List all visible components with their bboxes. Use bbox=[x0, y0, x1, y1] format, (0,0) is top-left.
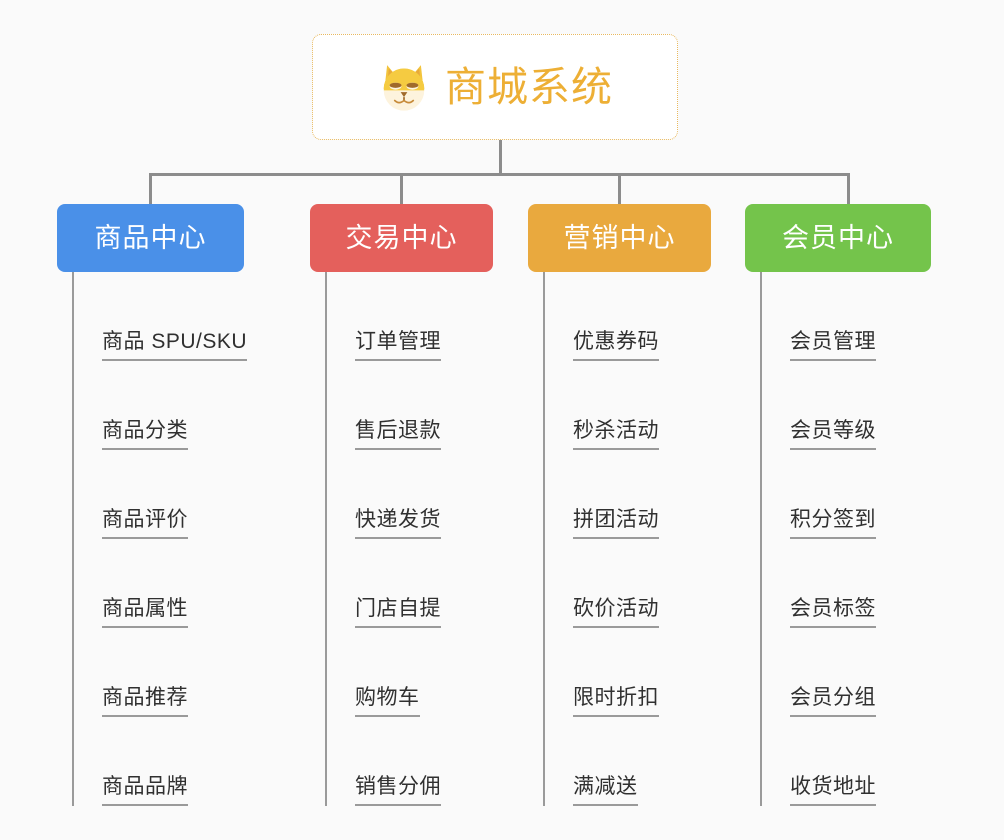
category-column-营销中心: 营销中心 优惠券码 秒杀活动 拼团活动 砍价活动 限时折扣 满减送 bbox=[528, 204, 711, 806]
list-item[interactable]: 收货地址 bbox=[760, 717, 931, 806]
leaf-label: 商品品牌 bbox=[102, 774, 188, 798]
leaf-label: 会员等级 bbox=[790, 418, 876, 442]
leaf-label: 会员标签 bbox=[790, 596, 876, 620]
list-item[interactable]: 商品推荐 bbox=[72, 628, 244, 717]
list-item[interactable]: 会员标签 bbox=[760, 539, 931, 628]
leaf-label: 限时折扣 bbox=[573, 685, 659, 709]
list-item[interactable]: 会员管理 bbox=[760, 272, 931, 361]
leaf-label: 订单管理 bbox=[355, 329, 441, 353]
leaf-list-4: 会员管理 会员等级 积分签到 会员标签 会员分组 收货地址 bbox=[760, 272, 931, 806]
category-header-3[interactable]: 营销中心 bbox=[528, 204, 711, 272]
list-item[interactable]: 销售分佣 bbox=[325, 717, 493, 806]
leaf-label: 快递发货 bbox=[355, 507, 441, 531]
leaf-label: 商品分类 bbox=[102, 418, 188, 442]
leaf-label: 商品评价 bbox=[102, 507, 188, 531]
list-item[interactable]: 砍价活动 bbox=[543, 539, 711, 628]
leaf-spine bbox=[760, 272, 762, 806]
leaf-label: 积分签到 bbox=[790, 507, 876, 531]
category-column-交易中心: 交易中心 订单管理 售后退款 快递发货 门店自提 购物车 销售分佣 bbox=[310, 204, 493, 806]
leaf-label: 会员分组 bbox=[790, 685, 876, 709]
connector-root-stem bbox=[499, 140, 502, 176]
leaf-label: 砍价活动 bbox=[573, 596, 659, 620]
list-item[interactable]: 限时折扣 bbox=[543, 628, 711, 717]
list-item[interactable]: 门店自提 bbox=[325, 539, 493, 628]
category-title: 营销中心 bbox=[563, 222, 676, 253]
connector-drop-1 bbox=[149, 173, 152, 205]
leaf-label: 优惠券码 bbox=[573, 329, 659, 353]
connector-drop-2 bbox=[400, 173, 403, 205]
leaf-label: 收货地址 bbox=[790, 774, 876, 798]
category-column-会员中心: 会员中心 会员管理 会员等级 积分签到 会员标签 会员分组 收货地址 bbox=[745, 204, 931, 806]
leaf-label: 商品属性 bbox=[102, 596, 188, 620]
leaf-label: 会员管理 bbox=[790, 329, 876, 353]
list-item[interactable]: 商品 SPU/SKU bbox=[72, 272, 248, 361]
leaf-spine bbox=[543, 272, 545, 806]
list-item[interactable]: 会员分组 bbox=[760, 628, 931, 717]
list-item[interactable]: 拼团活动 bbox=[543, 450, 711, 539]
leaf-label: 商品 SPU/SKU bbox=[102, 329, 248, 353]
leaf-label: 销售分佣 bbox=[355, 774, 441, 798]
leaf-spine bbox=[325, 272, 327, 806]
leaf-list-2: 订单管理 售后退款 快递发货 门店自提 购物车 销售分佣 bbox=[325, 272, 493, 806]
list-item[interactable]: 满减送 bbox=[543, 717, 711, 806]
root-title: 商城系统 bbox=[445, 63, 613, 110]
list-item[interactable]: 优惠券码 bbox=[543, 272, 711, 361]
category-header-2[interactable]: 交易中心 bbox=[310, 204, 493, 272]
leaf-spine bbox=[72, 272, 74, 806]
category-title: 交易中心 bbox=[345, 222, 458, 253]
list-item[interactable]: 商品属性 bbox=[72, 539, 244, 628]
leaf-label: 秒杀活动 bbox=[573, 418, 659, 442]
list-item[interactable]: 快递发货 bbox=[325, 450, 493, 539]
leaf-label: 门店自提 bbox=[355, 596, 441, 620]
list-item[interactable]: 秒杀活动 bbox=[543, 361, 711, 450]
category-header-1[interactable]: 商品中心 bbox=[57, 204, 244, 272]
category-column-商品中心: 商品中心 商品 SPU/SKU 商品分类 商品评价 商品属性 商品推荐 商品品牌 bbox=[57, 204, 248, 806]
connector-horizontal-bus bbox=[149, 173, 850, 176]
leaf-list-1: 商品 SPU/SKU 商品分类 商品评价 商品属性 商品推荐 商品品牌 bbox=[72, 272, 248, 806]
list-item[interactable]: 订单管理 bbox=[325, 272, 493, 361]
leaf-label: 购物车 bbox=[355, 685, 420, 709]
category-title: 商品中心 bbox=[94, 222, 207, 253]
list-item[interactable]: 会员等级 bbox=[760, 361, 931, 450]
leaf-label: 商品推荐 bbox=[102, 685, 188, 709]
category-title: 会员中心 bbox=[782, 222, 894, 253]
connector-drop-3 bbox=[618, 173, 621, 205]
leaf-list-3: 优惠券码 秒杀活动 拼团活动 砍价活动 限时折扣 满减送 bbox=[543, 272, 711, 806]
list-item[interactable]: 积分签到 bbox=[760, 450, 931, 539]
list-item[interactable]: 商品分类 bbox=[72, 361, 244, 450]
root-node[interactable]: 商城系统 bbox=[312, 34, 678, 140]
list-item[interactable]: 售后退款 bbox=[325, 361, 493, 450]
list-item[interactable]: 商品品牌 bbox=[72, 717, 244, 806]
list-item[interactable]: 商品评价 bbox=[72, 450, 244, 539]
leaf-label: 拼团活动 bbox=[573, 507, 659, 531]
connector-drop-4 bbox=[847, 173, 850, 205]
leaf-label: 满减送 bbox=[573, 774, 638, 798]
category-header-4[interactable]: 会员中心 bbox=[745, 204, 931, 272]
leaf-label: 售后退款 bbox=[355, 418, 441, 442]
dog-face-icon bbox=[383, 65, 425, 111]
list-item[interactable]: 购物车 bbox=[325, 628, 493, 717]
